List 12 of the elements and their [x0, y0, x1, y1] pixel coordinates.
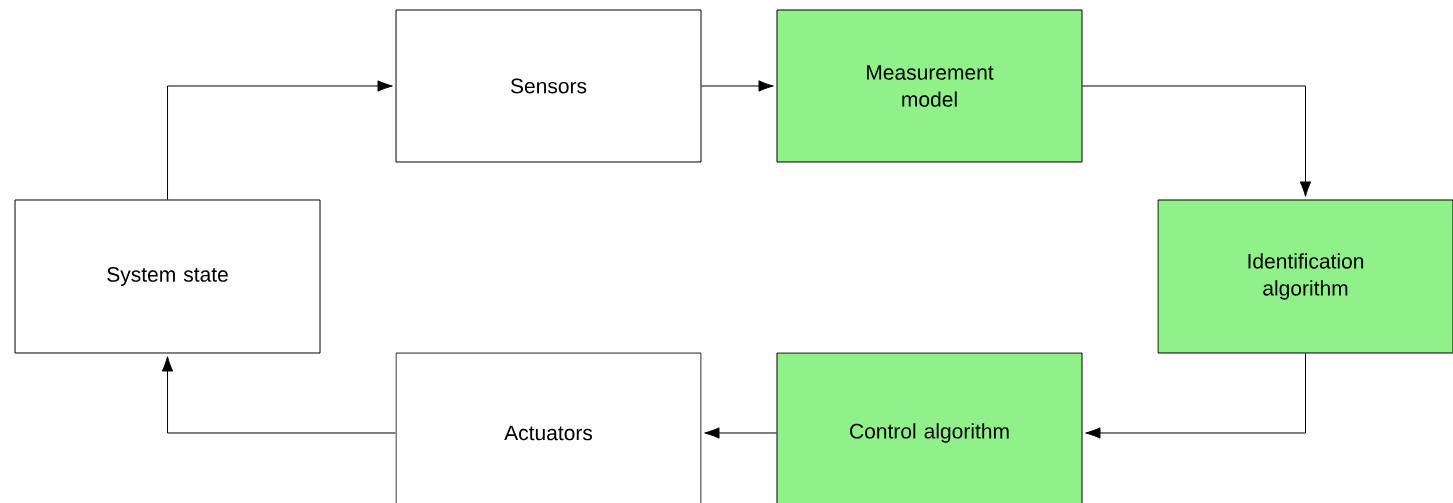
- arrow: [704, 427, 777, 439]
- process-box: System state: [14, 199, 321, 354]
- arrow: [1085, 353, 1306, 439]
- arrow: [161, 356, 396, 434]
- process-box: Identification algorithm: [1157, 199, 1453, 354]
- process-box: Sensors: [395, 9, 702, 163]
- process-box: Control algorithm: [776, 352, 1083, 503]
- arrow: [167, 80, 393, 200]
- arrow: [701, 80, 774, 92]
- process-box: Measurement model: [776, 9, 1083, 163]
- arrow: [1082, 85, 1312, 197]
- process-box: Actuators: [395, 352, 702, 503]
